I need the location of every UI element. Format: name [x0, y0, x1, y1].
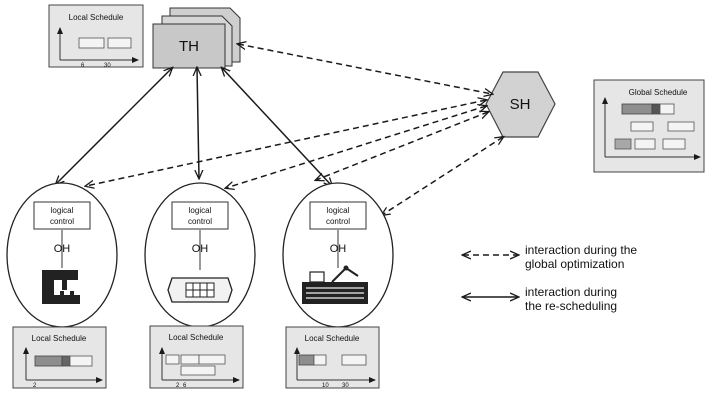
assembly-station-icon	[302, 265, 368, 304]
local-schedule-top-title: Local Schedule	[69, 13, 124, 22]
logical-control-label: logical	[189, 206, 212, 215]
legend-solid-label-1: interaction during	[525, 285, 617, 299]
sh-label: SH	[510, 96, 531, 113]
th-label: TH	[179, 38, 199, 55]
conveyor-icon	[167, 277, 233, 303]
machine-tool-icon	[42, 270, 80, 304]
oh-middle: logical control OH	[144, 182, 256, 328]
logical-control-label: control	[326, 217, 350, 226]
tick-label: 30	[342, 383, 349, 389]
local-schedule-middle: Local Schedule 2 6	[149, 325, 244, 389]
legend-dashed-label-1: interaction during the	[525, 243, 637, 257]
local-schedule-right-title: Local Schedule	[305, 334, 360, 343]
local-schedule-middle-title: Local Schedule	[169, 333, 224, 342]
legend: interaction during the global optimizati…	[463, 243, 637, 313]
dashed-arrow-sh-right-lower	[382, 137, 503, 215]
dashed-arrows	[86, 44, 503, 215]
local-schedule-left-title: Local Schedule	[32, 334, 87, 343]
global-schedule-title: Global Schedule	[629, 88, 688, 97]
tick-label: 6	[81, 63, 85, 69]
tick-label: 10	[322, 383, 329, 389]
local-schedule-right: Local Schedule 10 30	[285, 326, 380, 389]
oh-left: logical control OH	[6, 182, 118, 328]
solid-arrow-th-left	[56, 68, 172, 184]
logical-control-label: logical	[327, 206, 350, 215]
legend-dashed-label-2: global optimization	[525, 257, 624, 271]
legend-solid-label-2: the re-scheduling	[525, 299, 617, 313]
th-node: TH	[152, 7, 241, 69]
local-schedule-top: Local Schedule 6 30	[48, 4, 144, 69]
global-schedule: Global Schedule	[593, 79, 705, 173]
dashed-arrow-th-sh	[238, 44, 492, 94]
dashed-arrow-sh-right	[316, 112, 488, 180]
dashed-arrow-sh-left	[86, 100, 486, 186]
tick-label: 2	[33, 383, 37, 389]
logical-control-label: control	[50, 217, 74, 226]
oh-right: logical control OH	[282, 182, 394, 328]
tick-label: 2	[176, 383, 180, 389]
sh-node: SH	[485, 71, 556, 138]
logical-control-label: logical	[51, 206, 74, 215]
local-schedule-left: Local Schedule 2	[12, 326, 107, 389]
tick-label: 30	[104, 63, 111, 69]
tick-label: 6	[183, 383, 187, 389]
solid-arrow-th-right	[222, 68, 332, 186]
logical-control-label: control	[188, 217, 212, 226]
